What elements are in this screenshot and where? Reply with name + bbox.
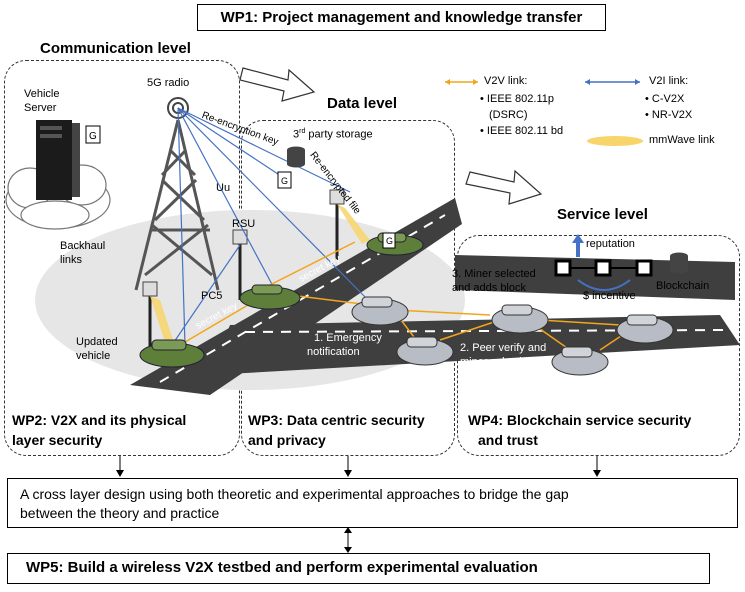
pc5-label: PC5 <box>201 290 223 302</box>
v2v-item-1: IEEE 802.11p <box>486 93 554 105</box>
v2i-legend-title: V2I link: <box>649 75 689 87</box>
data-level-title: Data level <box>327 95 398 112</box>
service-road <box>455 255 735 300</box>
car-updated <box>139 339 205 368</box>
arrow-data-to-service <box>465 169 543 205</box>
storage-label: 3rd party storage <box>293 128 373 141</box>
wp2-title: WP2: V2X and its physical layer security <box>12 412 187 448</box>
wp4-title: WP4: Blockchain service security and tru… <box>468 412 692 448</box>
file-icon-server: G <box>85 125 101 144</box>
svg-text:G: G <box>89 131 97 142</box>
uu-label: Uu <box>216 182 231 194</box>
wp3-title: WP3: Data centric security and privacy <box>248 412 425 448</box>
mmwave-beam-2 <box>337 204 370 244</box>
step1-label-1: 1. Emergency <box>314 332 382 344</box>
cross-layer-text: A cross layer design using both theoreti… <box>20 486 569 521</box>
vehicle-server-label-1: Vehicle <box>24 88 60 100</box>
blockchain-chain <box>554 259 653 277</box>
service-level-title: Service level <box>557 206 648 223</box>
vehicle-server-label-2: Server <box>24 102 57 114</box>
car-silver-2 <box>396 336 454 366</box>
step2-label-2: miner selection <box>460 356 534 368</box>
car-silver-5 <box>616 314 674 344</box>
v2v-item-2: (DSRC) <box>489 109 528 121</box>
updated-vehicle-label-1: Updated <box>76 336 118 348</box>
database-icon-storage <box>287 146 305 168</box>
cross-layer-box: A cross layer design using both theoreti… <box>7 478 738 528</box>
step3-label-2: and adds block <box>452 282 526 294</box>
database-icon-blockchain <box>670 252 688 274</box>
wp1-box: WP1: Project management and knowledge tr… <box>197 4 606 31</box>
communication-level-title: Communication level <box>40 40 191 57</box>
tower-5g <box>134 119 220 291</box>
reputation-label: reputation <box>586 238 635 250</box>
v2i-item-2: NR-V2X <box>651 109 693 121</box>
car-green-2 <box>239 284 301 310</box>
step2-label-1: 2. Peer verify and <box>460 342 547 354</box>
car-silver-1 <box>351 296 409 326</box>
server-icon <box>36 120 80 200</box>
car-silver-4 <box>551 346 609 376</box>
v2v-item-3: IEEE 802.11 bd <box>486 125 564 137</box>
file-icon-storage: G <box>277 171 292 189</box>
rsu-label: RSU <box>232 218 256 230</box>
arrow-comm-to-data <box>239 67 316 102</box>
incentive-cycle <box>577 279 631 291</box>
backhaul-label-1: Backhaul <box>60 240 106 252</box>
v2i-item-1: C-V2X <box>651 93 685 105</box>
backhaul-label-2: links <box>60 254 83 266</box>
file-icon-car: G <box>382 232 396 249</box>
wp1-title: WP1: Project management and knowledge tr… <box>220 9 583 26</box>
mmwave-legend <box>587 136 643 146</box>
v2i-legend-list: • C-V2X • NR-V2X <box>645 93 693 121</box>
wp5-title: WP5: Build a wireless V2X testbed and pe… <box>26 559 538 576</box>
svg-text:G: G <box>281 176 288 186</box>
radio-5g-label: 5G radio <box>147 77 190 89</box>
step3-label-1: 3. Miner selected <box>452 268 536 280</box>
blockchain-label: Blockchain <box>656 280 710 292</box>
v2v-legend-title: V2V link: <box>484 75 528 87</box>
updated-vehicle-label-2: vehicle <box>76 350 111 362</box>
svg-text:G: G <box>386 236 393 246</box>
incentive-label: $ incentive <box>583 290 636 302</box>
v2v-legend-list: • IEEE 802.11p (DSRC) • IEEE 802.11 bd <box>480 93 564 137</box>
step1-label-2: notification <box>307 346 360 358</box>
mmwave-legend-label: mmWave link <box>649 134 715 146</box>
wp5-box: WP5: Build a wireless V2X testbed and pe… <box>7 553 710 584</box>
car-silver-3 <box>491 304 549 334</box>
